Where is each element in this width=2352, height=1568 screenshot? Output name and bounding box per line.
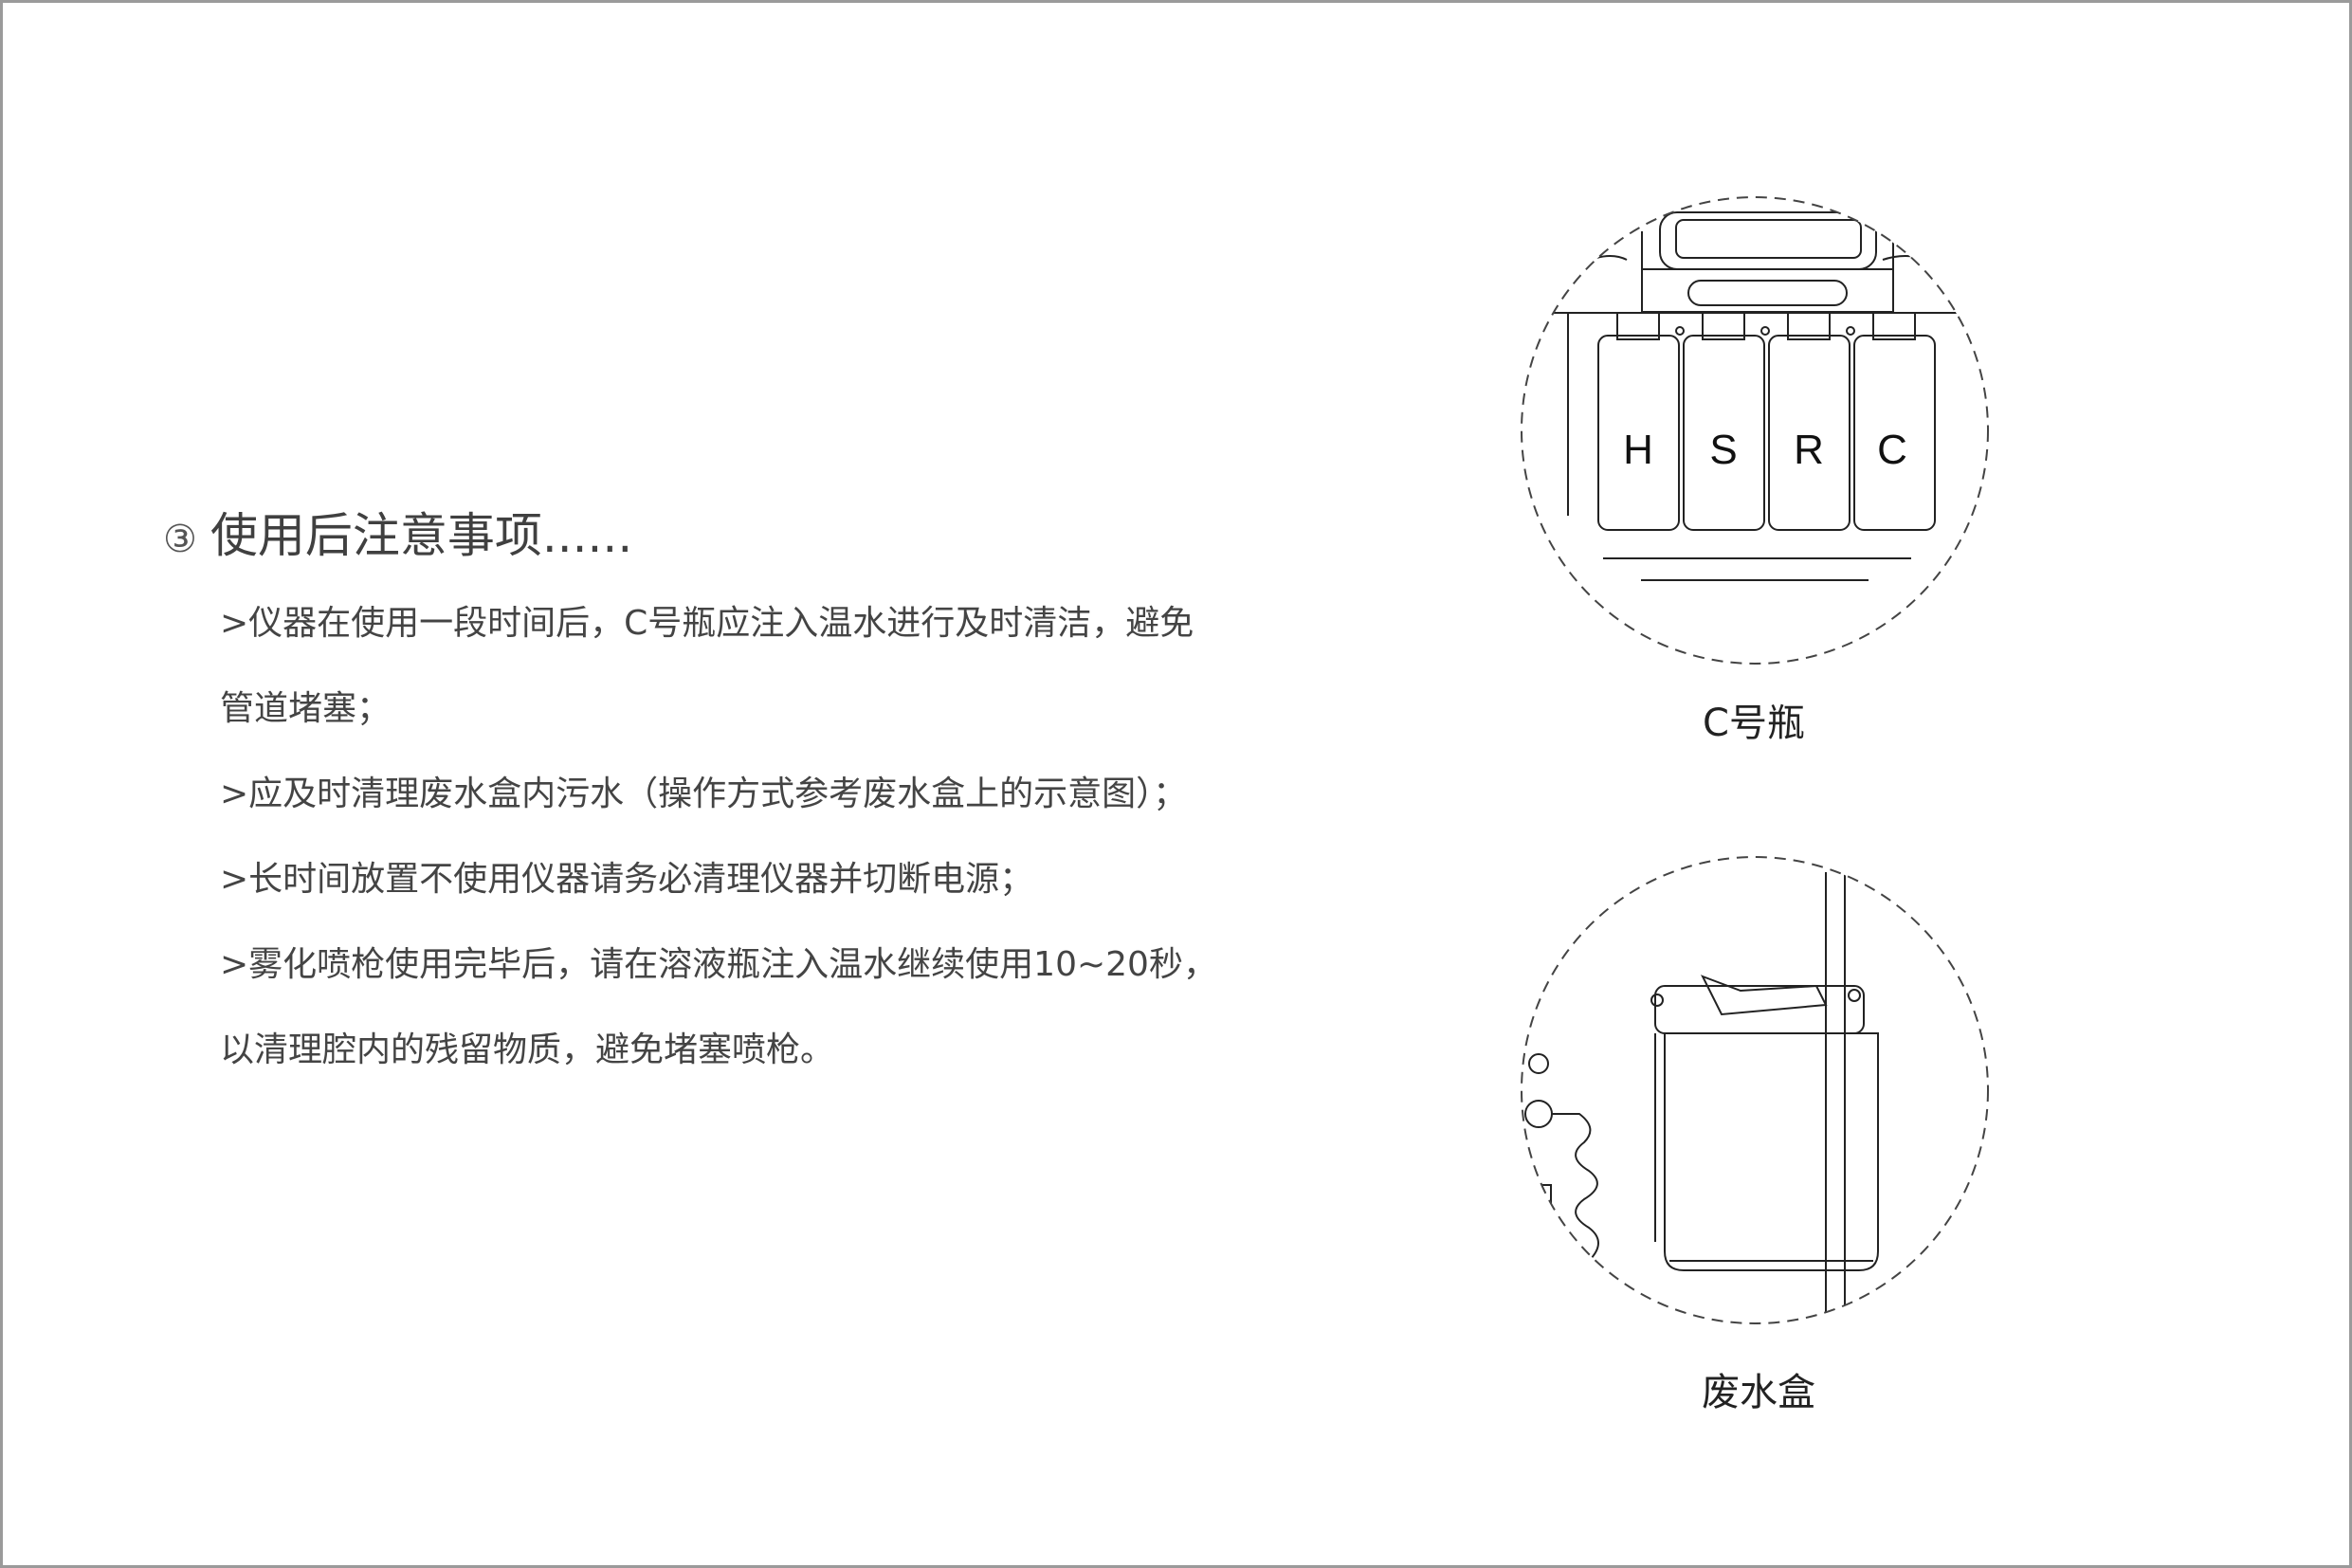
dashed-circle	[1521, 856, 1989, 1324]
section-number: ③	[163, 518, 197, 561]
instruction-line: 以清理腔内的残留物质，避免堵塞喷枪。	[220, 1030, 835, 1069]
dashed-circle	[1521, 196, 1989, 665]
bottles-illustration: H S R C	[1521, 196, 1989, 665]
instruction-line: >长时间放置不使用仪器请务必清理仪器并切断电源；	[220, 860, 1034, 899]
instruction-line: >雾化喷枪使用完毕后，请在溶液瓶注入温水继续使用10~20秒，	[220, 945, 1217, 984]
bottle-label-r: R	[1794, 427, 1824, 473]
instruction-line: >仪器在使用一段时间后，C号瓶应注入温水进行及时清洁，避免	[220, 604, 1194, 643]
instruction-line: >应及时清理废水盒内污水（操作方式参考废水盒上的示意图）；	[220, 775, 1188, 813]
bottle-label-c: C	[1877, 427, 1907, 473]
bottle-label-h: H	[1623, 427, 1653, 473]
waste-box-illustration	[1521, 856, 1989, 1324]
waste-box-caption: 废水盒	[1702, 1371, 1815, 1414]
section-title: 使用后注意事项......	[210, 508, 633, 563]
bottle-group	[1597, 312, 1936, 531]
bottle-label-s: S	[1709, 427, 1737, 473]
section-heading: ③ 使用后注意事项......	[163, 498, 632, 566]
instruction-line: 管道堵塞；	[220, 689, 392, 728]
bottles-caption: C号瓶	[1703, 702, 1805, 745]
